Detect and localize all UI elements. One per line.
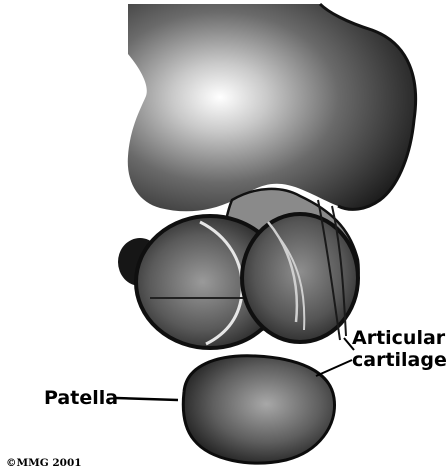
articular-label-line1: Articular — [352, 327, 446, 349]
lateral-condyle — [242, 214, 358, 342]
articular-label-line2: cartilage — [352, 349, 447, 371]
patella-pointer — [116, 398, 178, 400]
patella-label: Patella — [44, 387, 118, 409]
patella — [183, 356, 334, 463]
articular-pointer-lower — [316, 360, 352, 376]
femur — [128, 4, 416, 211]
copyright-notice: ©MMG 2001 — [6, 457, 82, 469]
